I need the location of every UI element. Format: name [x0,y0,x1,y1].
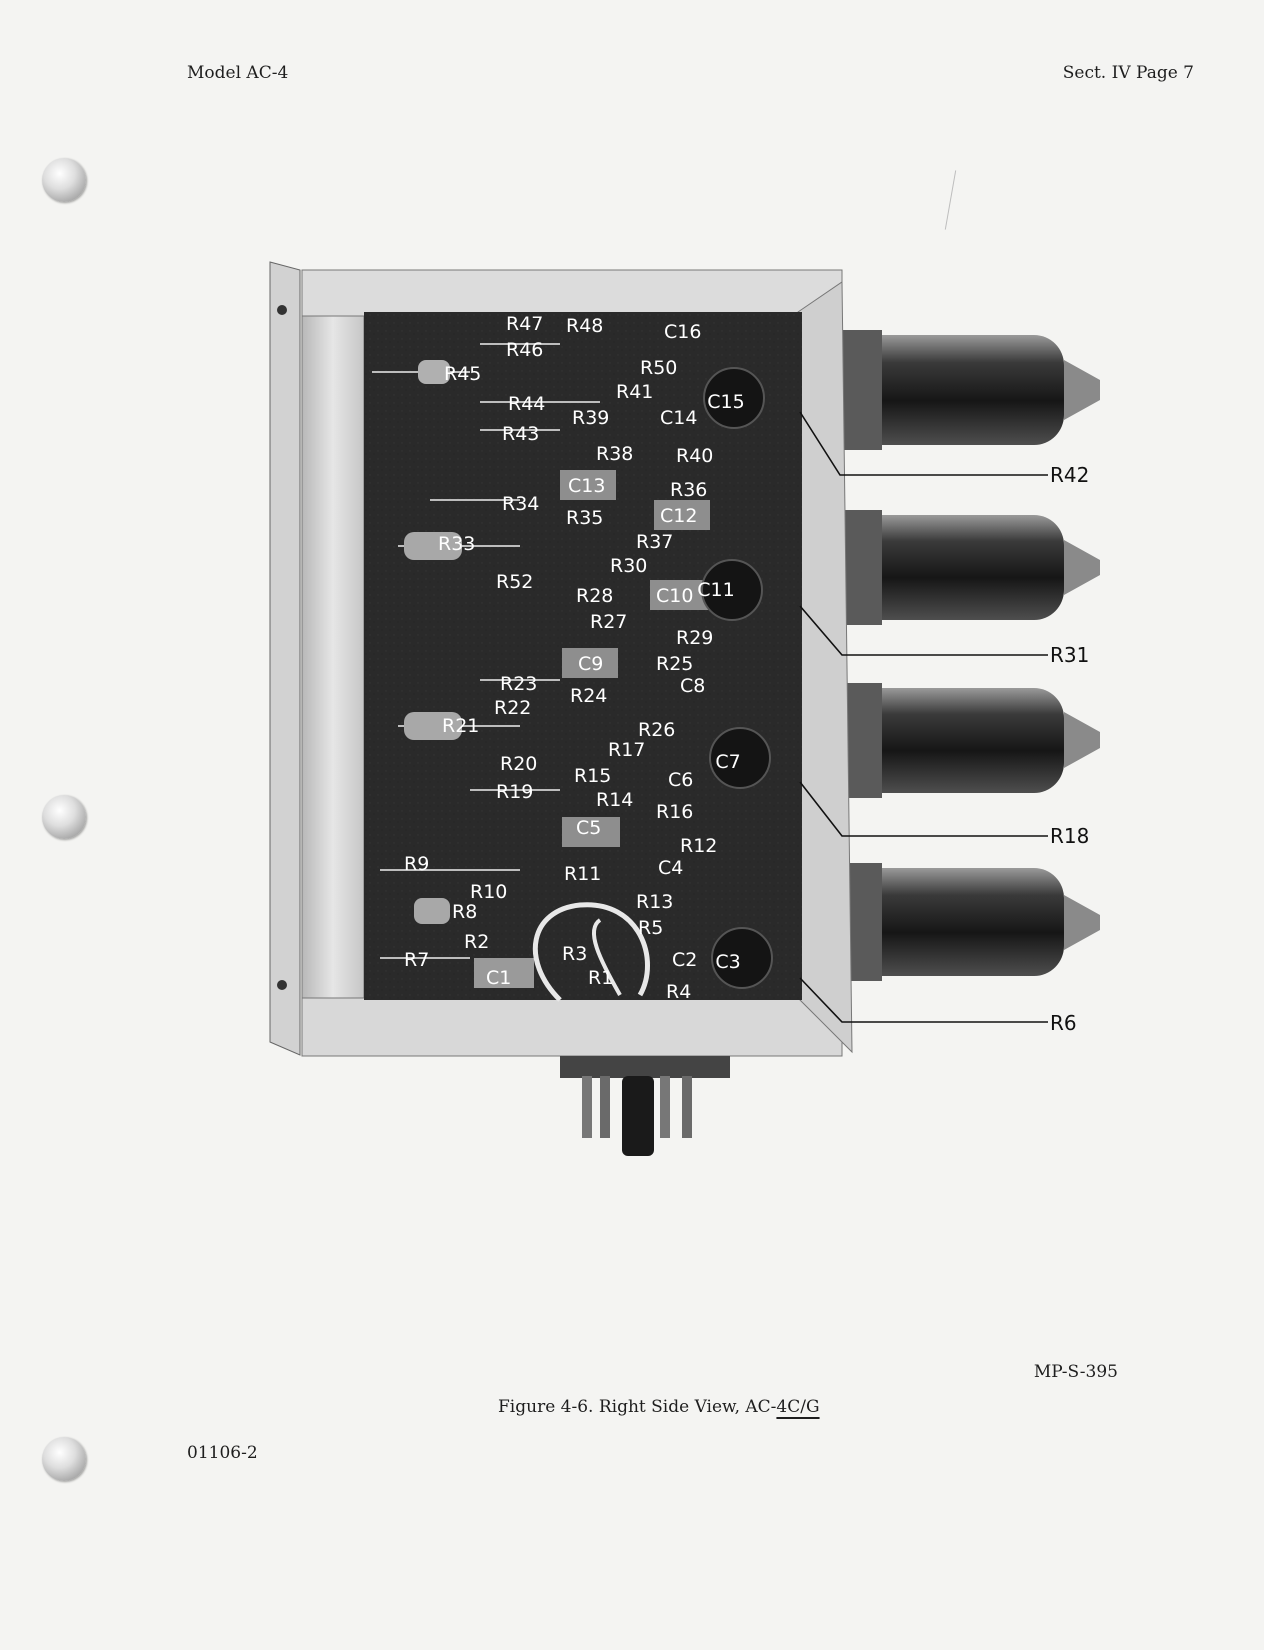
component-label-r5: R5 [638,917,663,939]
callout-leaders [799,411,1048,1023]
component-label-r11: R11 [564,863,601,885]
binder-hole-middle [42,795,86,839]
binder-hole-top [42,158,86,202]
vacuum-tube-2 [842,510,1100,625]
component-label-c4: C4 [658,857,683,879]
component-label-r12: R12 [680,835,717,857]
component-label-r1: R1 [588,967,613,989]
vacuum-tube-1 [842,330,1100,450]
component-label-r28: R28 [576,585,613,607]
component-label-r7: R7 [404,949,429,971]
component-label-r2: R2 [464,931,489,953]
component-label-c8: C8 [680,675,705,697]
vacuum-tube-3 [842,683,1100,798]
component-label-c9: C9 [578,653,603,675]
component-label-r15: R15 [574,765,611,787]
figure-caption: Figure 4-6. Right Side View, AC-4C/G [498,1397,820,1417]
section-page-header: Sect. IV Page 7 [1062,63,1194,83]
component-label-r27: R27 [590,611,627,633]
component-label-r29: R29 [676,627,713,649]
component-label-c14: C14 [660,407,697,429]
component-label-r40: R40 [676,445,713,467]
binder-hole-bottom [42,1437,86,1481]
chassis-frame [269,261,853,1057]
octal-base [560,1056,730,1156]
component-label-c12: C12 [660,505,697,527]
component-label-r44: R44 [508,393,545,415]
component-label-r33: R33 [438,533,475,555]
component-label-r17: R17 [608,739,645,761]
component-label-c16: C16 [664,321,701,343]
component-label-r9: R9 [404,853,429,875]
component-label-r21: R21 [442,715,479,737]
document-code: MP-S-395 [1033,1362,1118,1382]
component-label-r22: R22 [494,697,531,719]
component-label-r39: R39 [572,407,609,429]
component-label-r47: R47 [506,313,543,335]
component-label-r16: R16 [656,801,693,823]
component-label-r19: R19 [496,781,533,803]
component-label-c11: C11 [697,579,734,601]
component-label-r50: R50 [640,357,677,379]
component-label-r37: R37 [636,531,673,553]
component-label-c5: C5 [576,817,601,839]
component-label-r45: R45 [444,363,481,385]
component-label-r34: R34 [502,493,539,515]
callout-label-r31: R31 [1050,643,1089,667]
component-label-c1: C1 [486,967,511,989]
model-header: Model AC-4 [187,63,289,83]
component-label-r25: R25 [656,653,693,675]
component-label-r35: R35 [566,507,603,529]
component-label-r48: R48 [566,315,603,337]
component-label-c6: C6 [668,769,693,791]
component-label-r23: R23 [500,673,537,695]
component-label-r4: R4 [666,981,691,1003]
component-label-r46: R46 [506,339,543,361]
component-label-r14: R14 [596,789,633,811]
component-label-c13: C13 [568,475,605,497]
component-label-r10: R10 [470,881,507,903]
vacuum-tube-4 [842,863,1100,981]
component-label-r38: R38 [596,443,633,465]
callout-label-r6: R6 [1050,1011,1077,1035]
component-label-r24: R24 [570,685,607,707]
component-label-r20: R20 [500,753,537,775]
component-label-c10: C10 [656,585,693,607]
component-label-r52: R52 [496,571,533,593]
component-label-c15: C15 [707,391,744,413]
document-number: 01106-2 [187,1443,258,1463]
callout-label-r42: R42 [1050,463,1089,487]
component-label-c3: C3 [715,951,740,973]
component-bodies [372,343,773,1002]
caption-model: 4C/G [776,1397,820,1417]
component-label-r36: R36 [670,479,707,501]
component-label-r41: R41 [616,381,653,403]
component-label-r8: R8 [452,901,477,923]
component-label-r26: R26 [638,719,675,741]
caption-text: Figure 4-6. Right Side View, AC- [498,1397,777,1417]
callout-label-r18: R18 [1050,824,1089,848]
component-label-r13: R13 [636,891,673,913]
component-label-r3: R3 [562,943,587,965]
component-label-c7: C7 [715,751,740,773]
component-label-r30: R30 [610,555,647,577]
vacuum-tubes [842,330,1100,981]
component-label-r43: R43 [502,423,539,445]
component-label-c2: C2 [672,949,697,971]
